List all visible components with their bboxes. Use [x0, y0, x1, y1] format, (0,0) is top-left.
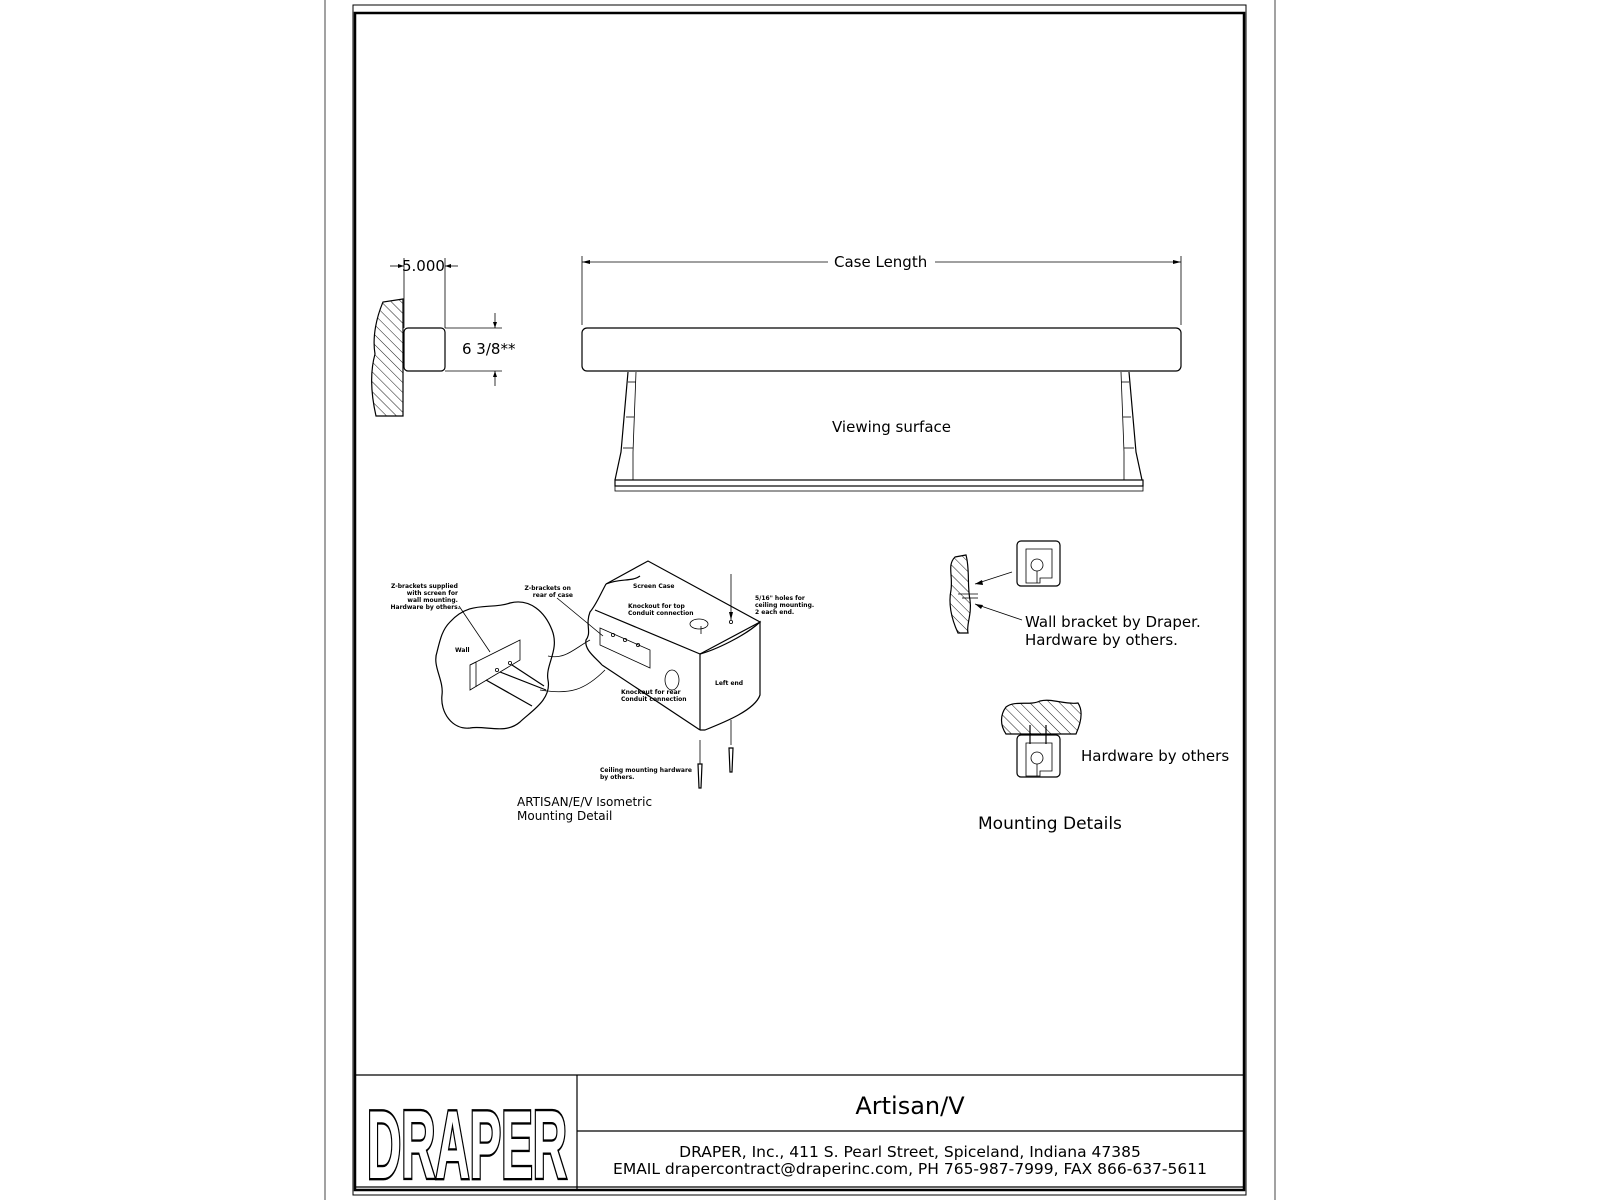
case-length-dimension: Case Length [834, 253, 927, 271]
mounting-details-caption: Mounting Details [978, 814, 1122, 834]
depth-dimension: 5.000 [402, 257, 445, 275]
front-view: Case Length Viewing surface [581, 253, 1182, 492]
sheet-border [324, 0, 1276, 1200]
callout-ceiling-hardware: Ceiling mounting hardware by others. [600, 767, 694, 781]
wall-bracket-note: Wall bracket by Draper. Hardware by othe… [1025, 613, 1206, 649]
case-profile [403, 327, 446, 372]
callout-zbrackets-rear: Z-brackets on rear of case [524, 585, 573, 599]
wall-section [371, 298, 404, 417]
hardware-note: Hardware by others [1081, 747, 1229, 765]
callout-knockout-rear: Knockout for rear Conduit connection [621, 689, 687, 703]
ceiling-section [1000, 699, 1082, 735]
callout-holes: 5/16" holes for ceiling mounting. 2 each… [755, 595, 816, 616]
callout-screen-case: Screen Case [633, 583, 674, 590]
callout-wall: Wall [455, 647, 470, 654]
product-name: Artisan/V [855, 1092, 965, 1120]
title-block: DRAPER Artisan/V DRAPER, Inc., 411 S. Pe… [355, 1074, 1244, 1200]
isometric-detail: Z-brackets supplied with screen for wall… [391, 560, 816, 823]
wall-blob [435, 601, 555, 730]
callout-knockout-top: Knockout for top Conduit connection [628, 603, 694, 617]
viewing-surface-label: Viewing surface [832, 418, 951, 436]
draper-logo: DRAPER [365, 1091, 569, 1200]
height-dimension: 6 3/8** [462, 340, 516, 358]
side-view: 5.000 6 3/8** [371, 257, 516, 417]
iso-caption: ARTISAN/E/V Isometric Mounting Detail [517, 795, 656, 823]
mounting-details: Wall bracket by Draper. Hardware by othe… [949, 540, 1229, 834]
callout-left-end: Left end [715, 680, 743, 687]
screen-case [581, 327, 1182, 372]
company-address: DRAPER, Inc., 411 S. Pearl Street, Spice… [679, 1143, 1141, 1161]
draper-logo-text: DRAPER [367, 1092, 567, 1199]
callout-zbrackets-screen: Z-brackets supplied with screen for wall… [391, 583, 460, 611]
company-contact: EMAIL drapercontract@draperinc.com, PH 7… [613, 1160, 1207, 1178]
